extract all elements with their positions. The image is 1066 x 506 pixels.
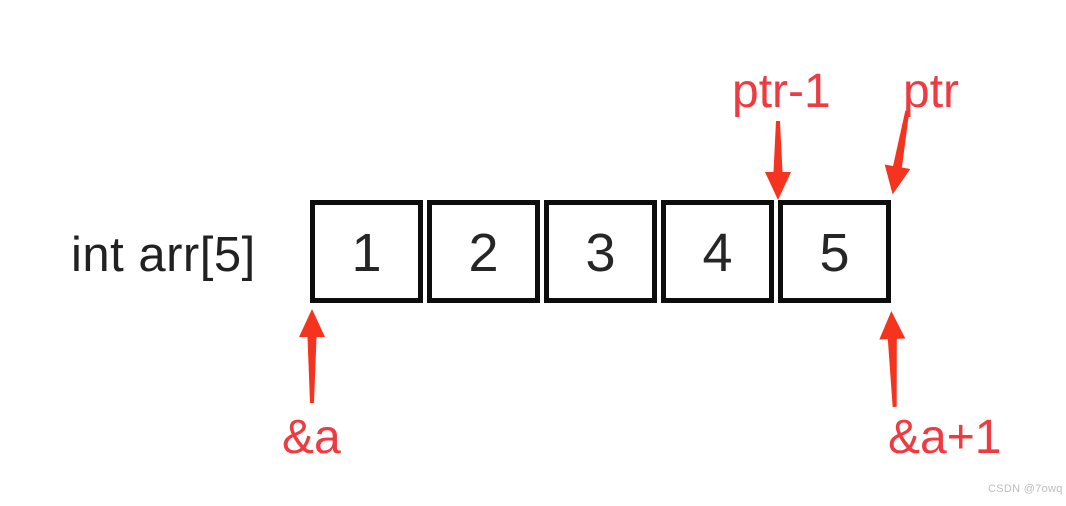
- cell-value: 3: [585, 222, 616, 283]
- array-cell-1: 1: [310, 200, 423, 303]
- address-of-a-label: &a: [282, 411, 341, 464]
- ptr-minus-1-down-arrow-icon: [763, 121, 793, 200]
- array-cell-4: 4: [661, 200, 774, 303]
- ptr-minus-1-label: ptr-1: [732, 65, 831, 118]
- cell-value: 2: [468, 222, 499, 283]
- array-cell-3: 3: [544, 200, 657, 303]
- cell-value: 5: [819, 222, 850, 283]
- array-declaration-label: int arr[5]: [71, 228, 256, 282]
- array-cell-2: 2: [427, 200, 540, 303]
- ptr-label: ptr: [903, 65, 960, 118]
- address-of-a-plus-1-label: &a+1: [888, 411, 1002, 464]
- array-cell-5: 5: [778, 200, 891, 303]
- csdn-watermark: CSDN @7owq: [988, 483, 1063, 495]
- array-box: 1 2 3 4 5: [310, 200, 891, 303]
- address-of-a-up-arrow-icon: [297, 309, 327, 403]
- cell-value: 4: [702, 222, 733, 283]
- cell-value: 1: [351, 222, 382, 283]
- ptr-down-arrow-icon: [878, 108, 922, 197]
- address-of-a-plus-1-up-arrow-icon: [876, 311, 909, 408]
